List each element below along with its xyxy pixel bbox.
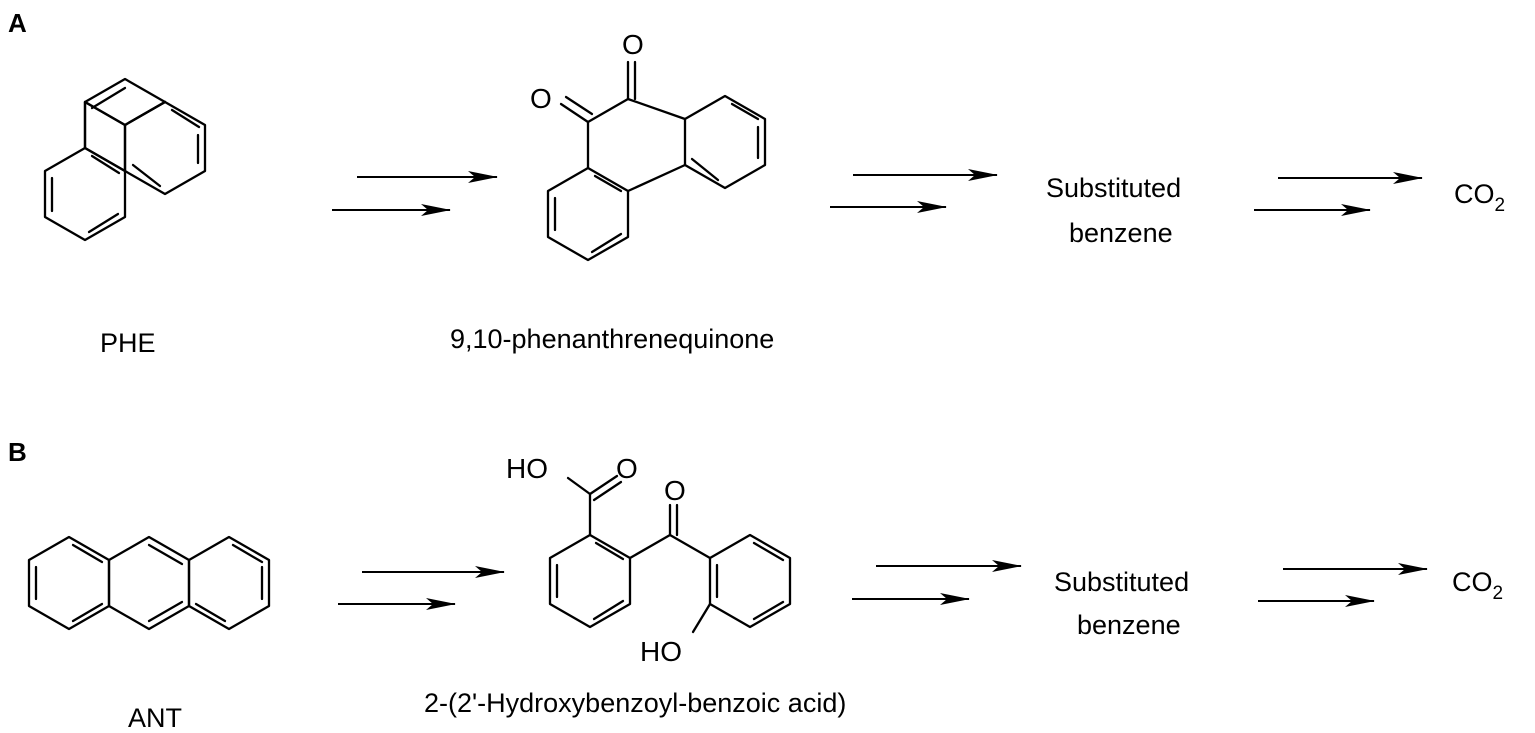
arrow-pair-a2: [830, 169, 998, 213]
arrow-pair-a3: [1254, 172, 1423, 216]
phenol-hydroxyl-label: HO: [640, 636, 682, 667]
ketone-oxygen: O: [664, 475, 686, 506]
arrow-pair-a1: [332, 171, 498, 216]
hydroxybenzoyl-benzoic-acid-label: 2-(2'-Hydroxybenzoyl-benzoic acid): [424, 688, 846, 718]
phenanthrene-structure: [43, 77, 207, 242]
substituted-benzene-b-line2: benzene: [1077, 610, 1181, 640]
quinone-oxygen-1: O: [530, 83, 552, 114]
acid-hydroxyl-label: HO: [506, 453, 548, 484]
panel-a-letter: A: [8, 8, 27, 38]
substituted-benzene-b-line1: Substituted: [1054, 567, 1189, 597]
acid-carbonyl-oxygen: O: [616, 453, 638, 484]
anthracene-structure: [27, 535, 271, 631]
hydroxybenzoyl-benzoic-acid-structure: [548, 474, 792, 634]
substituted-benzene-a-line2: benzene: [1069, 218, 1173, 248]
arrow-pair-b3: [1258, 563, 1428, 607]
substituted-benzene-a-line1: Substituted: [1046, 173, 1181, 203]
quinone-oxygen-2: O: [622, 29, 644, 60]
phe-label: PHE: [100, 328, 156, 358]
co2-b: CO2: [1452, 567, 1503, 604]
arrow-pair-b2: [852, 560, 1022, 605]
co2-a: CO2: [1454, 179, 1505, 216]
phenanthrenequinone-label: 9,10-phenanthrenequinone: [450, 324, 774, 354]
arrow-pair-b1: [338, 566, 505, 610]
panel-b-letter: B: [8, 437, 27, 467]
phenanthrenequinone-structure: [546, 60, 767, 262]
ant-label: ANT: [128, 703, 182, 733]
